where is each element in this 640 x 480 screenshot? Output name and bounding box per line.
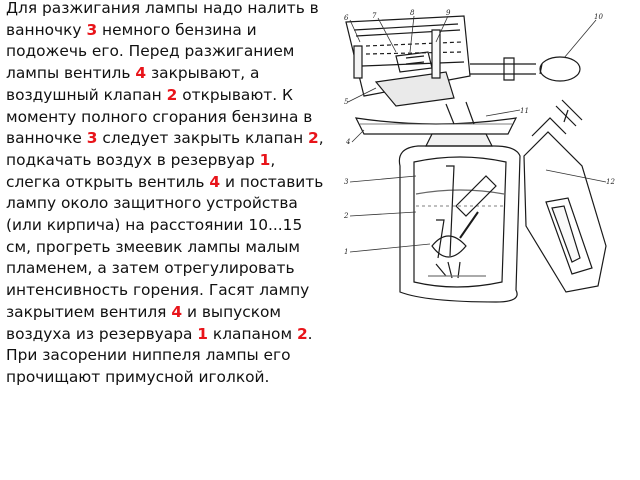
- text-run: открывают. К моменту полного сгорания бе…: [6, 85, 313, 148]
- highlight-number: 4: [171, 302, 183, 321]
- highlight-number: 4: [135, 64, 147, 83]
- label-9: 9: [446, 9, 451, 17]
- text-run: закрывают, а воздушный клапан: [6, 64, 260, 104]
- label-3: 3: [344, 178, 349, 186]
- highlight-number: 1: [259, 150, 271, 169]
- blowtorch-diagram: 6 7 8 9 10 5 11 4 3 2 1 12: [336, 6, 636, 306]
- label-5: 5: [344, 98, 349, 106]
- text-run: , подкачать воздух в резервуар: [6, 129, 324, 169]
- burner-tube: [345, 15, 471, 107]
- highlight-number: 2: [308, 129, 319, 148]
- label-10: 10: [594, 13, 603, 21]
- label-6: 6: [344, 14, 349, 22]
- highlight-number: 3: [86, 20, 98, 39]
- text-run: клапаном: [208, 324, 297, 343]
- label-11: 11: [520, 107, 529, 115]
- text-run: , слегка открыть вентиль: [6, 150, 276, 191]
- text-run: немного бензина и подожечь его. Перед ра…: [6, 20, 295, 83]
- highlight-number: 2: [166, 85, 178, 104]
- instruction-text: Для разжигания лампы надо налить в ванно…: [6, 0, 328, 389]
- fuel-tank: [398, 145, 521, 303]
- text-run: Для разжигания лампы надо налить в ванно…: [6, 0, 319, 39]
- label-4: 4: [345, 138, 350, 146]
- highlight-number: 2: [296, 324, 308, 343]
- leader-lines: [347, 15, 607, 253]
- valve-knob: [470, 56, 581, 82]
- label-12: 12: [606, 178, 615, 186]
- text-run: . При засорении ниппеля лампы его прочищ…: [6, 324, 313, 386]
- highlight-number: 4: [209, 172, 221, 191]
- heating-bowl: [354, 101, 518, 147]
- text-run: следует закрыть клапан: [97, 129, 309, 148]
- text-run: и поставить лампу около защитного устрой…: [6, 172, 324, 321]
- label-7: 7: [372, 12, 377, 20]
- highlight-number: 1: [197, 324, 209, 343]
- label-1: 1: [344, 248, 348, 256]
- label-2: 2: [343, 212, 349, 220]
- pump-handle: [523, 99, 607, 293]
- label-8: 8: [410, 9, 415, 17]
- text-run: и выпуском воздуха из резервуара: [6, 302, 282, 343]
- highlight-number: 3: [86, 129, 98, 148]
